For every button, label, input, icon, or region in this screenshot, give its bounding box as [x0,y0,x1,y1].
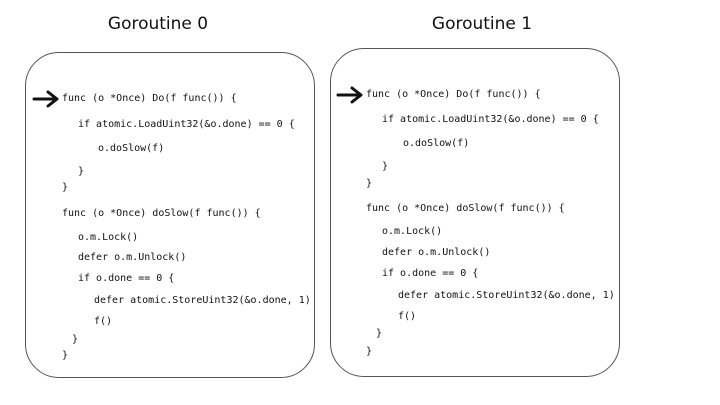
goroutine-1-code-line: if atomic.LoadUint32(&o.done) == 0 { [382,114,599,125]
goroutine-0-code-line: } [62,182,69,193]
goroutine-1-code-line: } [366,178,373,189]
goroutine-0-code-line: } [72,334,79,345]
goroutine-0-panel [25,52,315,378]
goroutine-1-code-line: func (o *Once) Do(f func()) { [366,89,541,100]
goroutine-1-code-line: f() [398,311,417,322]
goroutine-0-code-line: } [78,166,85,177]
goroutine-1-code-line: func (o *Once) doSlow(f func()) { [366,203,565,214]
goroutine-1-code-line: } [382,161,389,172]
goroutine-1-code-line: } [376,328,383,339]
goroutine-0-code-line: if o.done == 0 { [78,273,175,284]
goroutine-0-code-line: } [62,350,69,361]
goroutine-1-code-line: } [366,346,373,357]
goroutine-1-panel [330,48,620,377]
goroutine-0-code-line: f() [94,316,113,327]
goroutine-0-code-line: o.m.Lock() [78,232,139,243]
goroutine-1-code-line: o.doSlow(f) [403,138,470,149]
goroutine-0-code-line: o.doSlow(f) [98,143,165,154]
goroutine-1-code-line: o.m.Lock() [382,226,443,237]
goroutine-0-code-line: func (o *Once) Do(f func()) { [62,93,237,104]
goroutine-0-title: Goroutine 0 [107,14,209,34]
goroutine-1-code-line: if o.done == 0 { [382,268,479,279]
goroutine-0-code-line: defer o.m.Unlock() [78,252,187,263]
goroutine-1-title: Goroutine 1 [431,14,533,34]
right-arrow-icon [336,86,363,104]
goroutine-0-code-line: func (o *Once) doSlow(f func()) { [62,208,261,219]
right-arrow-icon [32,90,59,108]
goroutine-1-code-line: defer o.m.Unlock() [382,247,491,258]
goroutine-1-code-line: defer atomic.StoreUint32(&o.done, 1) [398,290,615,301]
goroutine-0-code-line: if atomic.LoadUint32(&o.done) == 0 { [78,119,295,130]
goroutine-0-code-line: defer atomic.StoreUint32(&o.done, 1) [94,295,311,306]
